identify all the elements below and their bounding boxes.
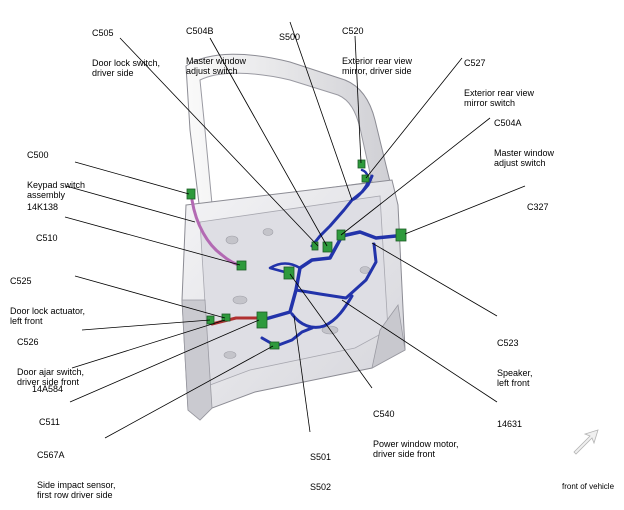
- label-c500: C500 Keypad switch assembly: [27, 130, 85, 210]
- label-c540-code: C540: [373, 409, 395, 419]
- connector-c500: [186, 188, 196, 200]
- label-c525-desc: Door lock actuator, left front: [10, 306, 86, 326]
- label-c504a: C504A Master window adjust switch: [494, 98, 554, 178]
- label-c540: C540 Power window motor, driver side fro…: [373, 389, 459, 469]
- label-14a584: 14A584: [32, 364, 63, 404]
- label-c526-code: C526: [17, 337, 39, 347]
- label-s501-s502: S501 S502: [310, 432, 331, 502]
- connector-c527: [361, 174, 370, 183]
- label-c327-code: C327: [527, 202, 549, 212]
- label-c504b: C504B Master window adjust switch: [186, 6, 246, 86]
- label-c327: C327: [527, 182, 549, 222]
- wiring-diagram: C505 Door lock switch, driver side C504B…: [10, 6, 614, 500]
- label-c526-desc: Door ajar switch, driver side front: [17, 367, 85, 387]
- label-s500: S500: [279, 12, 300, 52]
- label-s501-code: S501: [310, 452, 332, 462]
- label-c505-code: C505: [92, 28, 114, 38]
- label-s502-code: S502: [310, 482, 332, 492]
- front-of-vehicle-label: front of vehicle: [562, 462, 614, 502]
- label-c527: C527 Exterior rear view mirror switch: [464, 38, 534, 118]
- label-c504a-code: C504A: [494, 118, 522, 128]
- label-c523-desc: Speaker, left front: [497, 368, 533, 388]
- label-c567a: C567A Side impact sensor, first row driv…: [37, 430, 116, 510]
- label-c520-desc: Exterior rear view mirror, driver side: [342, 56, 413, 76]
- connector-c511: [256, 311, 268, 329]
- label-c510-code: C510: [36, 233, 58, 243]
- label-c527-code: C527: [464, 58, 486, 68]
- label-c520-code: C520: [342, 26, 364, 36]
- connector-c567a: [269, 341, 280, 350]
- harness-mirror: [350, 168, 370, 202]
- front-of-vehicle-arrow-icon: [573, 429, 599, 455]
- label-c505-desc: Door lock switch, driver side: [92, 58, 161, 78]
- front-of-vehicle-text: front of vehicle: [562, 482, 615, 491]
- label-c523-code: C523: [497, 338, 519, 348]
- label-c523: C523 Speaker, left front: [497, 318, 533, 398]
- label-14a584-code: 14A584: [32, 384, 64, 394]
- label-c511: C511: [39, 397, 60, 437]
- label-c525-code: C525: [10, 276, 32, 286]
- door-drawing: [64, 21, 599, 455]
- label-14631-code: 14631: [497, 419, 523, 429]
- label-14k138-code: 14K138: [27, 202, 59, 212]
- connector-c520: [357, 159, 366, 169]
- label-c504a-desc: Master window adjust switch: [494, 148, 555, 168]
- leader-lines: [64, 21, 526, 439]
- label-c525: C525 Door lock actuator, left front: [10, 256, 85, 336]
- label-c567a-desc: Side impact sensor, first row driver sid…: [37, 480, 116, 500]
- label-c505: C505 Door lock switch, driver side: [92, 8, 160, 88]
- label-c520: C520 Exterior rear view mirror, driver s…: [342, 6, 412, 86]
- connector-c510: [236, 260, 247, 271]
- harness-main: [260, 230, 398, 322]
- label-c510: C510: [36, 213, 58, 253]
- label-c504b-code: C504B: [186, 26, 214, 36]
- label-14k138: 14K138: [27, 182, 58, 222]
- harness-main-2: [294, 242, 378, 300]
- connector-c540: [283, 266, 295, 280]
- label-c526: C526 Door ajar switch, driver side front: [17, 317, 84, 397]
- connector-c504b: [322, 241, 333, 253]
- label-c500-code: C500: [27, 150, 49, 160]
- harness-c510-branch: [268, 262, 302, 276]
- label-c567a-code: C567A: [37, 450, 65, 460]
- label-c527-desc: Exterior rear view mirror switch: [464, 88, 535, 108]
- harness-lower: [290, 294, 354, 329]
- label-c540-desc: Power window motor, driver side front: [373, 439, 459, 459]
- label-c500-desc: Keypad switch assembly: [27, 180, 86, 200]
- connector-c327: [395, 228, 407, 242]
- label-c511-code: C511: [39, 417, 60, 427]
- label-c504b-desc: Master window adjust switch: [186, 56, 247, 76]
- harness-14a584: [210, 316, 262, 326]
- label-14631: 14631: [497, 399, 522, 439]
- label-s500-code: S500: [279, 32, 301, 42]
